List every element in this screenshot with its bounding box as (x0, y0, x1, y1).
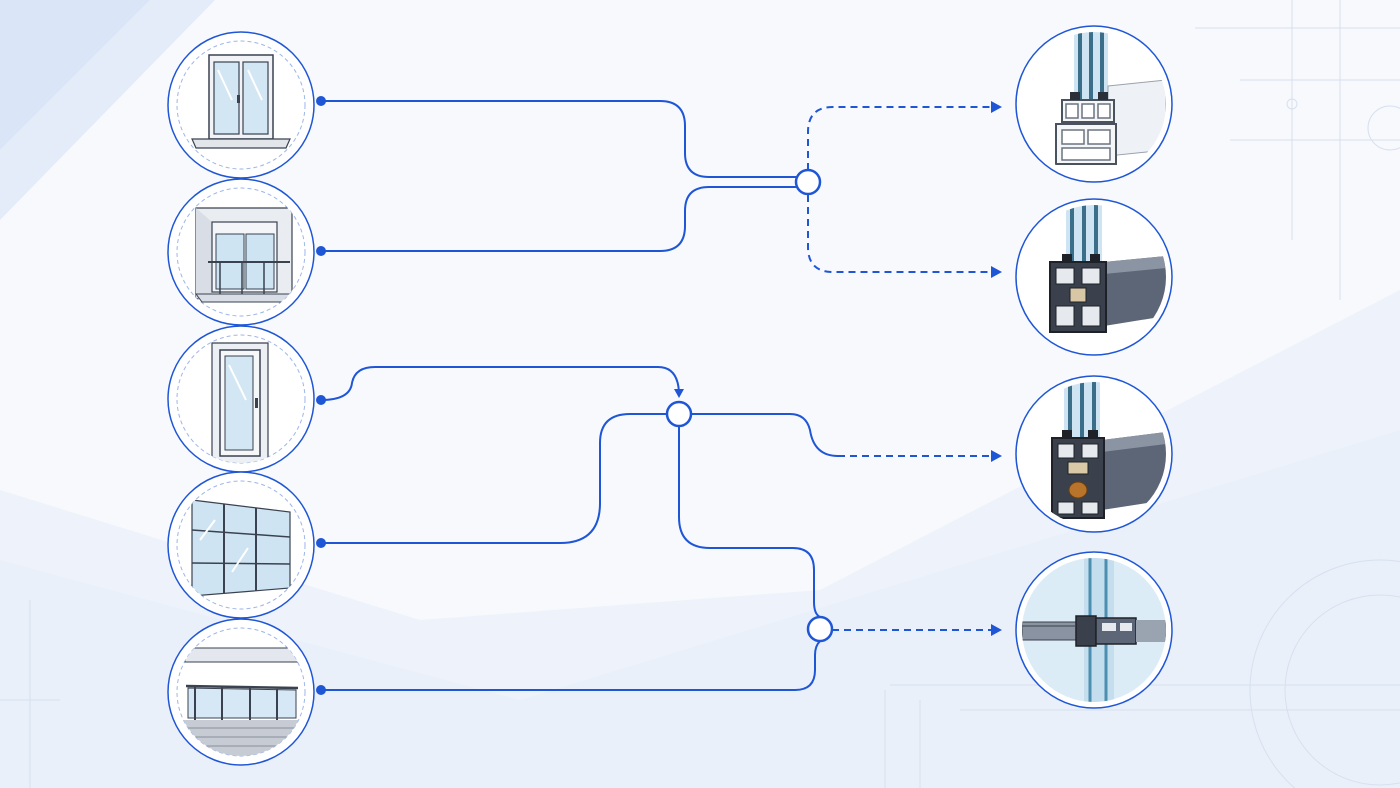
profile-node-pvc[interactable] (1015, 25, 1173, 183)
junction-3 (806, 615, 834, 643)
balcony-glazing-icon (195, 207, 293, 303)
junction-2 (665, 400, 693, 428)
arrowhead-thermal-break-profile (991, 450, 1002, 462)
source-dot-terrace-railing (316, 685, 326, 695)
arrowhead-pvc-profile (991, 101, 1002, 113)
source-node-entrance-door[interactable] (167, 325, 315, 473)
source-dot-curtain-wall (316, 538, 326, 548)
link-junction-2-to-junction-3 (678, 426, 821, 618)
bg-panel-top-left-inner (0, 0, 150, 150)
link-junction-2-exit (691, 413, 839, 457)
bg-panel-bottom-light (0, 430, 1400, 788)
aluminium-profile-section-icon (1022, 205, 1166, 349)
link-curtain-wall-to-junction-2 (321, 413, 667, 544)
arrowhead-aluminium-profile (991, 266, 1002, 278)
source-node-balcony-window[interactable] (167, 178, 315, 326)
pvc-profile-section-icon (1022, 32, 1166, 176)
source-dot-balcony-window (316, 246, 326, 256)
source-node-terrace-railing[interactable] (167, 618, 315, 766)
link-terrace-railing-to-junction-3 (321, 640, 821, 691)
thermal-break-profile-section-icon (1022, 382, 1166, 526)
link-entrance-door-to-junction-2 (320, 366, 680, 401)
facade-mullion-section-icon (1022, 558, 1166, 702)
source-node-curtain-wall[interactable] (167, 471, 315, 619)
profile-node-facade-mullion[interactable] (1015, 551, 1173, 709)
curtain-wall-icon (191, 499, 291, 597)
link-balcony-window-to-junction-1 (321, 186, 808, 252)
link-window-to-junction-1 (321, 100, 808, 178)
link-junction-1-to-pvc-profile (807, 106, 992, 170)
source-node-window[interactable] (167, 31, 315, 179)
junction-1 (794, 168, 822, 196)
door-icon (211, 342, 269, 463)
profile-node-thermal-break[interactable] (1015, 375, 1173, 533)
profile-node-aluminium[interactable] (1015, 198, 1173, 356)
casement-window-icon (191, 54, 291, 149)
arrowhead-door-link (674, 389, 684, 398)
link-junction-1-to-aluminium-profile (807, 195, 992, 273)
source-dot-window (316, 96, 326, 106)
source-dot-entrance-door (316, 395, 326, 405)
arrowhead-facade-mullion-profile (991, 624, 1002, 636)
